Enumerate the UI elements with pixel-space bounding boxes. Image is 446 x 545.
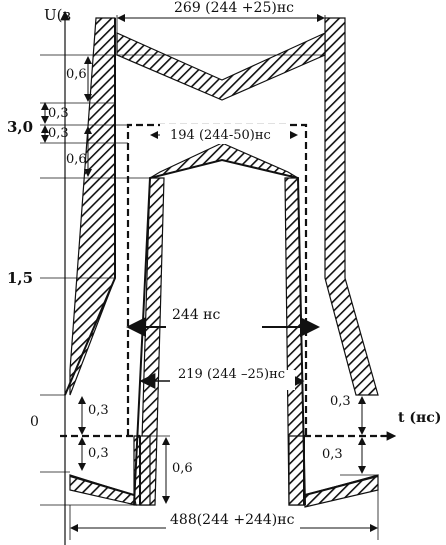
outer-right-wall	[324, 17, 379, 396]
dim-top-label: 269 (244 +25)нс	[174, 0, 294, 16]
tol-06-mid-label: 0,6	[66, 152, 87, 167]
tol-03-a-label: 0,3	[48, 106, 69, 121]
tolerance-arrows	[41, 56, 366, 504]
waveform-inner-outline	[133, 158, 306, 506]
tol-03-left-up-label: 0,3	[88, 403, 109, 418]
axes	[60, 10, 397, 545]
tol-03-right-down-label: 0,3	[322, 447, 343, 462]
dim-low-label: 219 (244 –25)нс	[178, 367, 285, 382]
hatched-regions	[69, 17, 379, 508]
top-v-band	[116, 32, 326, 101]
dim-bottom-label: 488(244 +244)нс	[170, 512, 295, 528]
y-tick-1-5v: 1,5	[7, 269, 33, 287]
label-backgrounds	[160, 124, 300, 538]
tol-03-right-up-label: 0,3	[330, 394, 351, 409]
y-tick-3v: 3,0	[7, 118, 33, 136]
waveform-bottom-line	[69, 475, 135, 496]
dim-inner-top-label: 194 (244-50)нс	[170, 128, 271, 143]
tol-03-b-label: 0,3	[48, 126, 69, 141]
outer-left-wall	[69, 17, 116, 396]
dim-mid-label: 244 нс	[172, 307, 221, 323]
labels: U(в t (нс) 3,0 1,5 0 269 (244 +25)нс 194…	[7, 0, 441, 528]
tol-06-top-label: 0,6	[66, 67, 87, 82]
tol-03-left-down-label: 0,3	[88, 446, 109, 461]
x-axis-label: t (нс)	[398, 410, 441, 426]
tol-06-under-label: 0,6	[172, 461, 193, 476]
y-axis-label: U(в	[44, 6, 71, 24]
right-well-wall	[288, 435, 305, 506]
y-tick-0v: 0	[30, 414, 39, 430]
inner-left-wall	[139, 177, 165, 506]
waveform-bottom-line-right	[304, 475, 379, 496]
